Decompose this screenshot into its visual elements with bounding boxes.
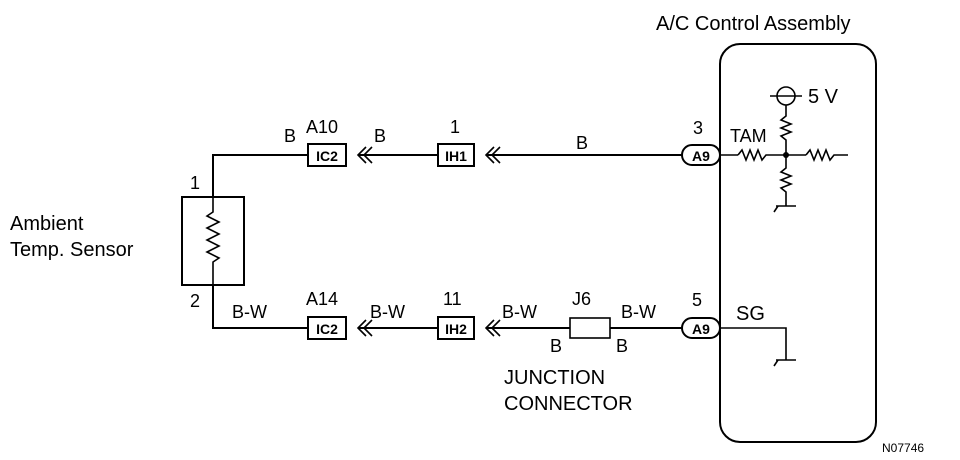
connector-ic2-top-label: IC2 bbox=[316, 148, 338, 164]
top-wire-left-label: B bbox=[284, 126, 296, 146]
sg-label: SG bbox=[736, 303, 765, 325]
junction-connector bbox=[569, 317, 611, 339]
figure-code: N07746 bbox=[882, 441, 924, 455]
connector-ih1 bbox=[437, 143, 475, 167]
connector-ih2-label: IH2 bbox=[445, 321, 467, 337]
terminal-top-pin: 3 bbox=[693, 118, 703, 138]
top-wire-seg2-label: B bbox=[374, 126, 386, 146]
ground-icon-bottom-hatch bbox=[773, 359, 779, 367]
connector-a10-ref: A10 bbox=[306, 117, 338, 137]
ground-icon-top-hatch bbox=[773, 205, 779, 213]
bottom-wire-left-label: B-W bbox=[232, 302, 267, 322]
pulldown-resistor bbox=[778, 155, 794, 206]
terminal-a9-top-label: A9 bbox=[692, 148, 710, 164]
connector-ih2-pin: 11 bbox=[443, 289, 462, 309]
terminal-a9-bottom-label: A9 bbox=[692, 321, 710, 337]
top-wire-sensor bbox=[212, 154, 308, 197]
sensor-name-line1: Ambient bbox=[10, 213, 84, 235]
tam-label: TAM bbox=[730, 126, 767, 146]
junction-right-label: B bbox=[616, 336, 628, 356]
bottom-wire-mid-label: B-W bbox=[502, 302, 537, 322]
terminal-bottom-pin: 5 bbox=[692, 290, 702, 310]
sg-wire bbox=[720, 327, 787, 360]
bottom-wire-seg2-label: B-W bbox=[370, 302, 405, 322]
tam-right-resistor bbox=[805, 147, 848, 163]
junction-name-line2: CONNECTOR bbox=[504, 393, 633, 415]
sensor-name-line2: Temp. Sensor bbox=[10, 239, 134, 261]
junction-left-label: B bbox=[550, 336, 562, 356]
connector-ih1-label: IH1 bbox=[445, 148, 467, 164]
junction-ref: J6 bbox=[572, 289, 591, 309]
junction-wire-out-label: B-W bbox=[621, 302, 656, 322]
ac-control-assembly-box bbox=[719, 43, 877, 443]
connector-ih2 bbox=[437, 316, 475, 340]
sensor-pin-bottom: 2 bbox=[190, 291, 200, 311]
connector-ic2-bottom bbox=[307, 316, 347, 340]
assembly-title: A/C Control Assembly bbox=[656, 13, 851, 35]
junction-name-line1: JUNCTION bbox=[504, 367, 605, 389]
connector-ic2-bottom-label: IC2 bbox=[316, 321, 338, 337]
connector-ic2-top bbox=[307, 143, 347, 167]
tam-resistor bbox=[737, 147, 786, 163]
connector-ih1-pin: 1 bbox=[450, 117, 460, 137]
bottom-wire-sensor bbox=[212, 285, 308, 329]
pullup-resistor bbox=[778, 105, 794, 155]
sensor-pin-top: 1 bbox=[190, 173, 200, 193]
connector-a14-ref: A14 bbox=[306, 289, 338, 309]
top-wire-mid-label: B bbox=[576, 133, 588, 153]
sensor-resistor bbox=[205, 197, 221, 285]
supply-5v-label: 5 V bbox=[808, 86, 839, 108]
